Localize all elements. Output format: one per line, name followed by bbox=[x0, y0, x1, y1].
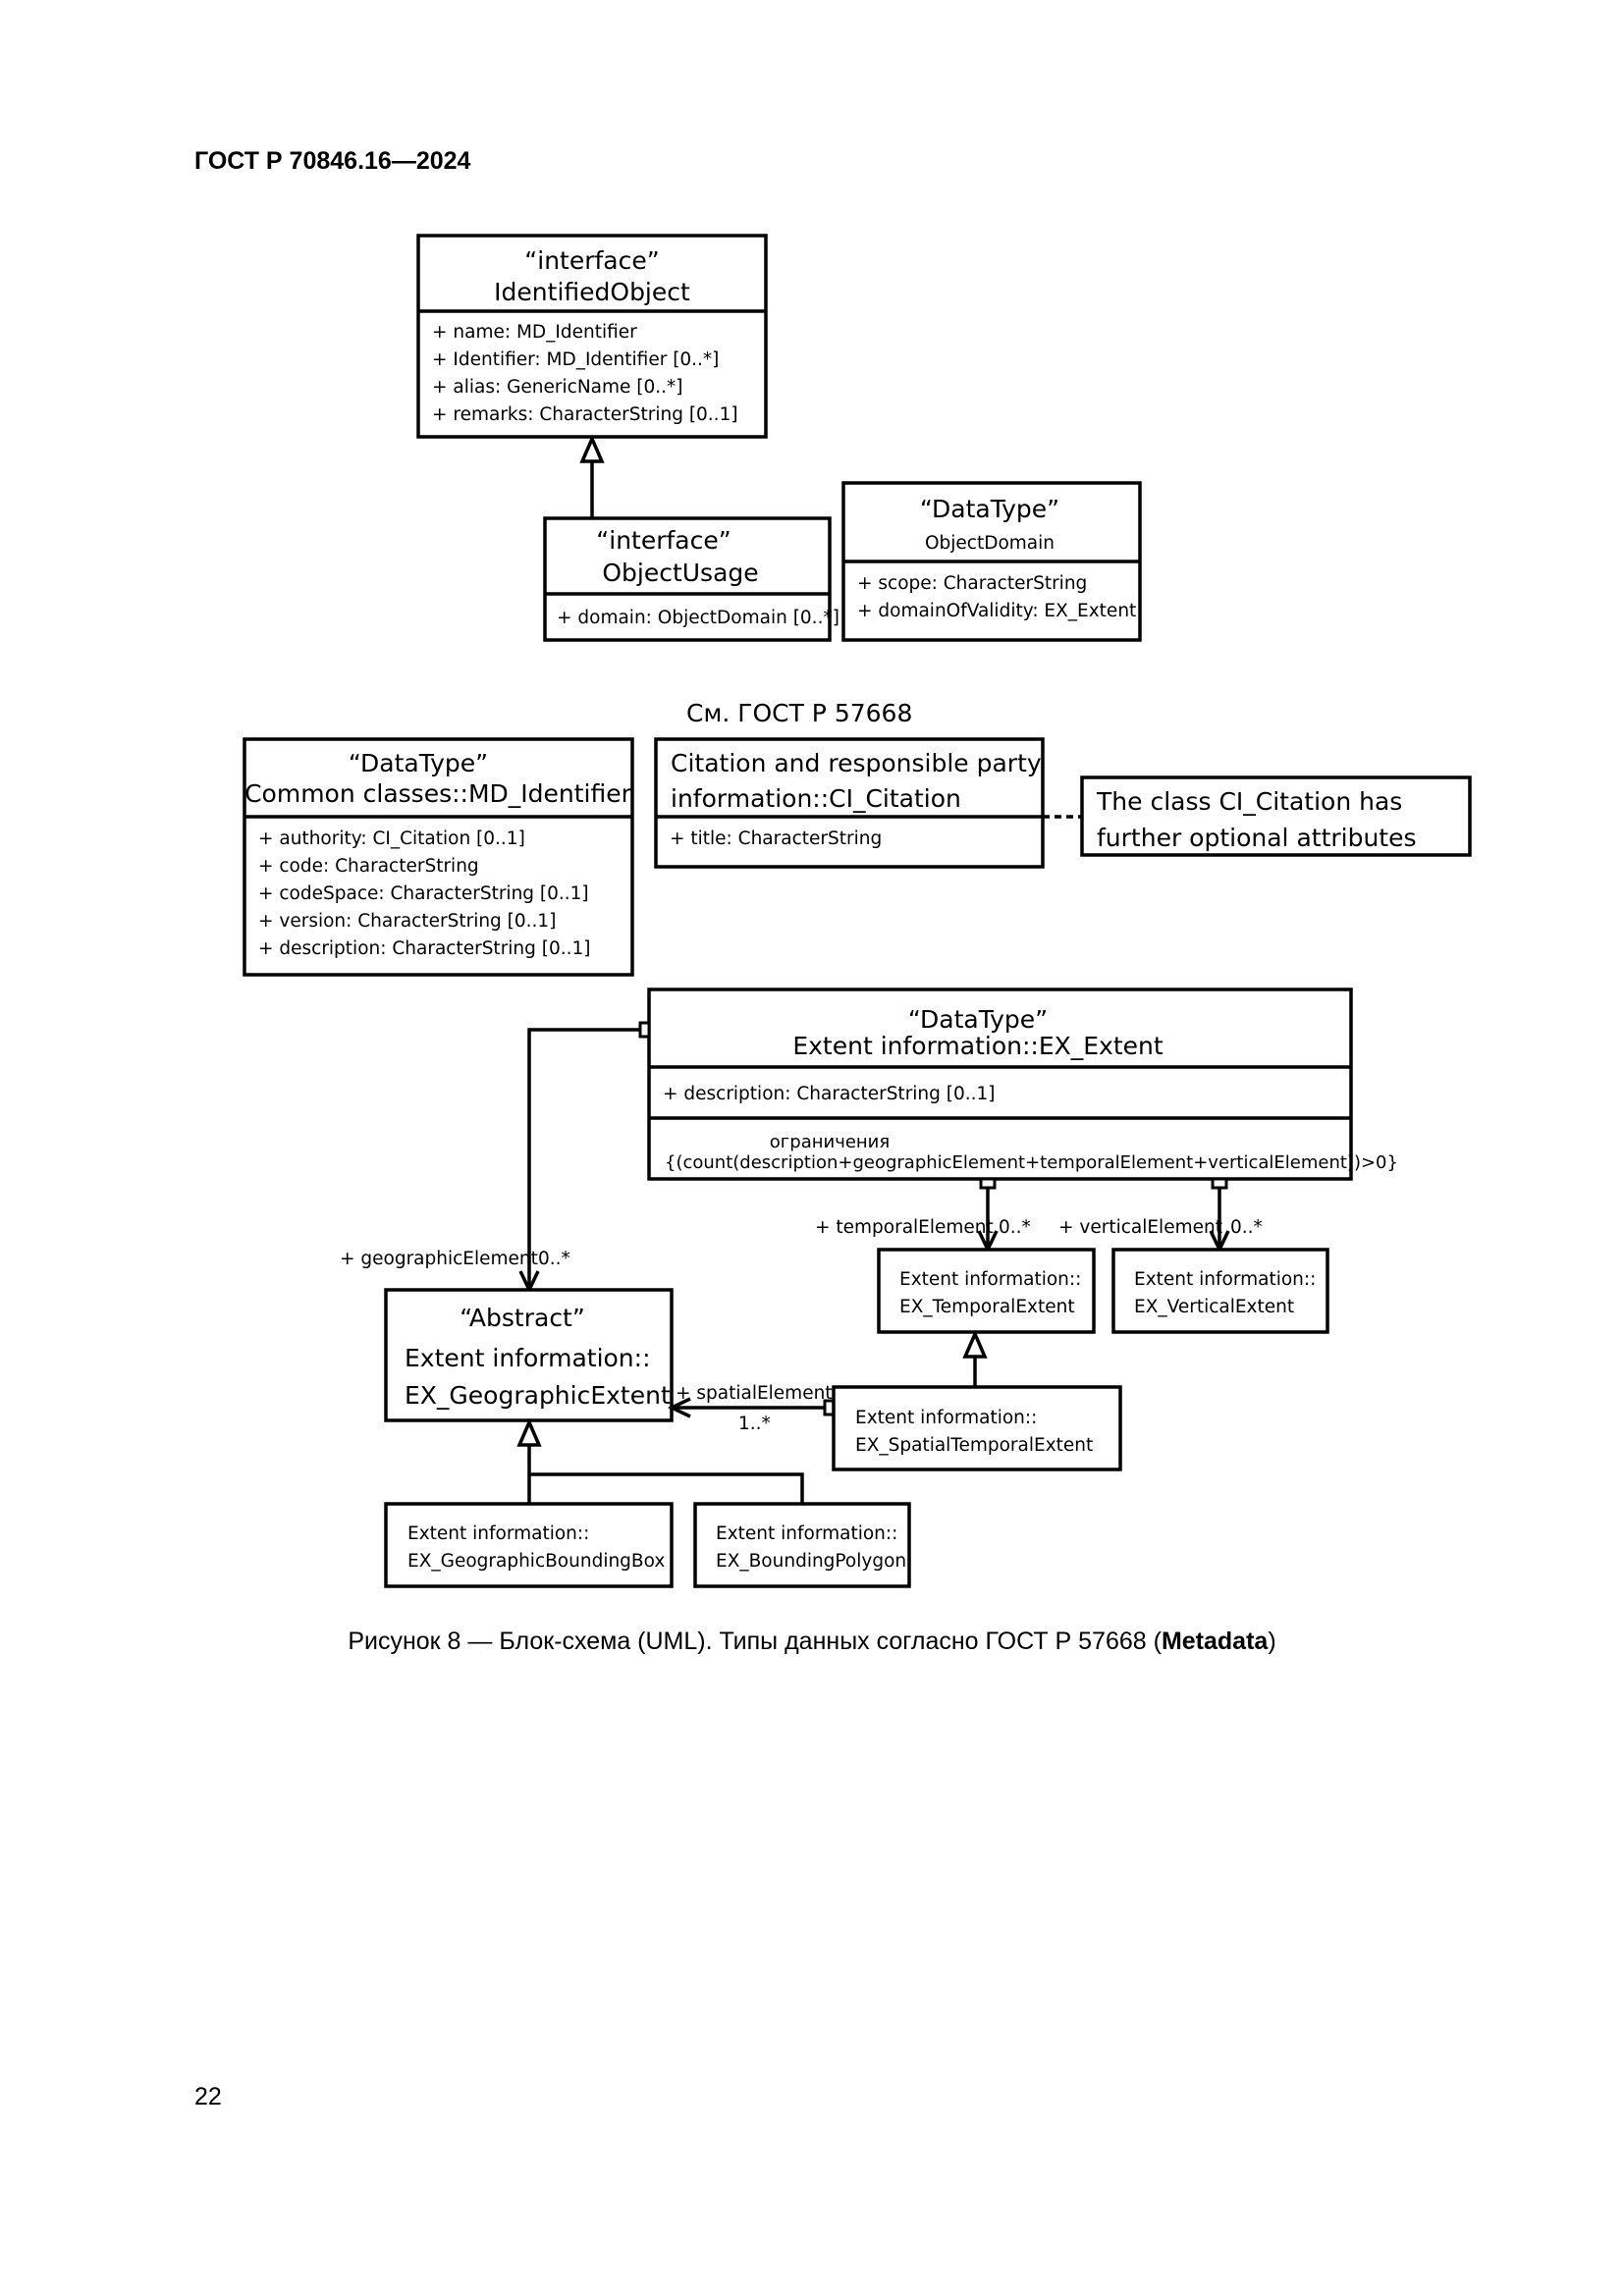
citation-note-line1: The class CI_Citation has bbox=[1096, 787, 1402, 816]
ci-citation-attr: + title: CharacterString bbox=[670, 828, 882, 849]
association-temporal-element: + temporalElement 0..* bbox=[815, 1177, 1031, 1255]
identified-object-attr: + alias: GenericName [0..*] bbox=[432, 377, 683, 398]
spatial-temporal-extent-line2: EX_SpatialTemporalExtent bbox=[855, 1435, 1093, 1456]
bounding-box-line2: EX_GeographicBoundingBox bbox=[407, 1551, 665, 1572]
class-ci-citation: Citation and responsible party informati… bbox=[654, 737, 1045, 869]
object-domain-attr: + domainOfValidity: EX_Extent bbox=[857, 601, 1136, 621]
bounding-polygon-line1: Extent information:: bbox=[716, 1523, 897, 1544]
spatial-element-multiplicity: 1..* bbox=[738, 1414, 771, 1434]
generalization-object-usage bbox=[579, 434, 605, 518]
vertical-extent-line1: Extent information:: bbox=[1134, 1269, 1316, 1290]
association-geographic-element: + geographicElement 0..* bbox=[340, 1021, 651, 1295]
page-number: 22 bbox=[194, 2083, 222, 2110]
identified-object-name: IdentifiedObject bbox=[494, 278, 690, 306]
class-geographic-bounding-box: Extent information:: EX_GeographicBoundi… bbox=[384, 1502, 674, 1588]
citation-note-line2: further optional attributes bbox=[1097, 824, 1417, 852]
spatial-temporal-extent-line1: Extent information:: bbox=[855, 1408, 1037, 1428]
citation-note: The class CI_Citation has further option… bbox=[1080, 775, 1472, 857]
geographic-element-role: + geographicElement bbox=[340, 1249, 538, 1269]
caption-prefix: Рисунок 8 — Блок-схема (UML). Типы данны… bbox=[348, 1628, 1162, 1655]
identified-object-attr: + name: MD_Identifier bbox=[432, 322, 637, 343]
object-usage-stereotype: “interface” bbox=[596, 526, 731, 555]
temporal-element-multiplicity: 0..* bbox=[999, 1217, 1031, 1238]
ex-extent-name: Extent information::EX_Extent bbox=[792, 1032, 1164, 1060]
md-identifier-attr: + authority: CI_Citation [0..1] bbox=[258, 828, 525, 849]
generalization-spatial-temporal bbox=[962, 1329, 988, 1387]
bounding-box-line1: Extent information:: bbox=[407, 1523, 589, 1544]
page-header: ГОСТ Р 70846.16—2024 bbox=[194, 147, 471, 175]
geographic-extent-line2: EX_GeographicExtent bbox=[405, 1381, 671, 1410]
caption-bold: Metadata bbox=[1161, 1628, 1269, 1655]
class-spatial-temporal-extent: Extent information:: EX_SpatialTemporalE… bbox=[832, 1385, 1122, 1471]
class-object-usage: “interface” ObjectUsage + domain: Object… bbox=[543, 516, 839, 642]
ci-citation-name-line1: Citation and responsible party bbox=[671, 749, 1042, 777]
generalization-geographic-subclasses bbox=[516, 1417, 804, 1504]
object-domain-attr: + scope: CharacterString bbox=[857, 573, 1087, 594]
vertical-element-role: + verticalElement bbox=[1058, 1217, 1222, 1238]
class-identified-object: “interface” IdentifiedObject + name: MD_… bbox=[416, 234, 768, 439]
identified-object-attr: + remarks: CharacterString [0..1] bbox=[432, 404, 738, 425]
ex-extent-stereotype: “DataType” bbox=[908, 1005, 1048, 1034]
spatial-element-role: + spatialElement bbox=[676, 1383, 833, 1404]
object-domain-stereotype: “DataType” bbox=[920, 495, 1059, 523]
object-usage-attr: + domain: ObjectDomain [0..*] bbox=[557, 608, 839, 628]
temporal-element-role: + temporalElement bbox=[815, 1217, 994, 1238]
object-domain-name: ObjectDomain bbox=[925, 533, 1055, 554]
class-geographic-extent: “Abstract” Extent information:: EX_Geogr… bbox=[384, 1288, 674, 1422]
geographic-element-multiplicity: 0..* bbox=[538, 1249, 570, 1269]
geographic-extent-line1: Extent information:: bbox=[405, 1344, 651, 1372]
association-spatial-element: + spatialElement 1..* bbox=[667, 1383, 836, 1434]
ex-extent-attr: + description: CharacterString [0..1] bbox=[663, 1084, 996, 1104]
md-identifier-attr: + description: CharacterString [0..1] bbox=[258, 938, 591, 959]
ex-extent-constraint-label: ограничения bbox=[770, 1132, 890, 1152]
class-bounding-polygon: Extent information:: EX_BoundingPolygon bbox=[693, 1502, 911, 1588]
identified-object-stereotype: “interface” bbox=[524, 246, 659, 275]
vertical-extent-line2: EX_VerticalExtent bbox=[1134, 1297, 1294, 1317]
see-reference-label: См. ГОСТ Р 57668 bbox=[686, 699, 912, 727]
identified-object-attr: + Identifier: MD_Identifier [0..*] bbox=[432, 349, 719, 370]
class-vertical-extent: Extent information:: EX_VerticalExtent bbox=[1111, 1248, 1329, 1334]
vertical-element-multiplicity: 0..* bbox=[1230, 1217, 1263, 1238]
caption-suffix: ) bbox=[1268, 1628, 1276, 1655]
temporal-extent-line1: Extent information:: bbox=[899, 1269, 1081, 1290]
ci-citation-name-line2: information::CI_Citation bbox=[671, 784, 961, 813]
md-identifier-attr: + codeSpace: CharacterString [0..1] bbox=[258, 883, 589, 904]
md-identifier-stereotype: “DataType” bbox=[349, 749, 488, 777]
object-usage-name: ObjectUsage bbox=[602, 559, 758, 587]
class-object-domain: “DataType” ObjectDomain + scope: Charact… bbox=[841, 481, 1142, 642]
class-ex-extent: “DataType” Extent information::EX_Extent… bbox=[647, 988, 1398, 1181]
md-identifier-name: Common classes::MD_Identifier bbox=[244, 779, 632, 808]
temporal-extent-line2: EX_TemporalExtent bbox=[899, 1297, 1075, 1317]
class-md-identifier: “DataType” Common classes::MD_Identifier… bbox=[243, 737, 634, 977]
class-temporal-extent: Extent information:: EX_TemporalExtent bbox=[877, 1248, 1096, 1334]
md-identifier-attr: + code: CharacterString bbox=[258, 856, 479, 877]
geographic-extent-stereotype: “Abstract” bbox=[460, 1304, 585, 1332]
figure-caption: Рисунок 8 — Блок-схема (UML). Типы данны… bbox=[0, 1628, 1624, 1656]
md-identifier-attr: + version: CharacterString [0..1] bbox=[258, 911, 556, 932]
ex-extent-constraint: {(count(description+geographicElement+te… bbox=[665, 1152, 1398, 1173]
association-vertical-element: + verticalElement 0..* bbox=[1058, 1177, 1263, 1255]
bounding-polygon-line2: EX_BoundingPolygon bbox=[716, 1551, 906, 1572]
